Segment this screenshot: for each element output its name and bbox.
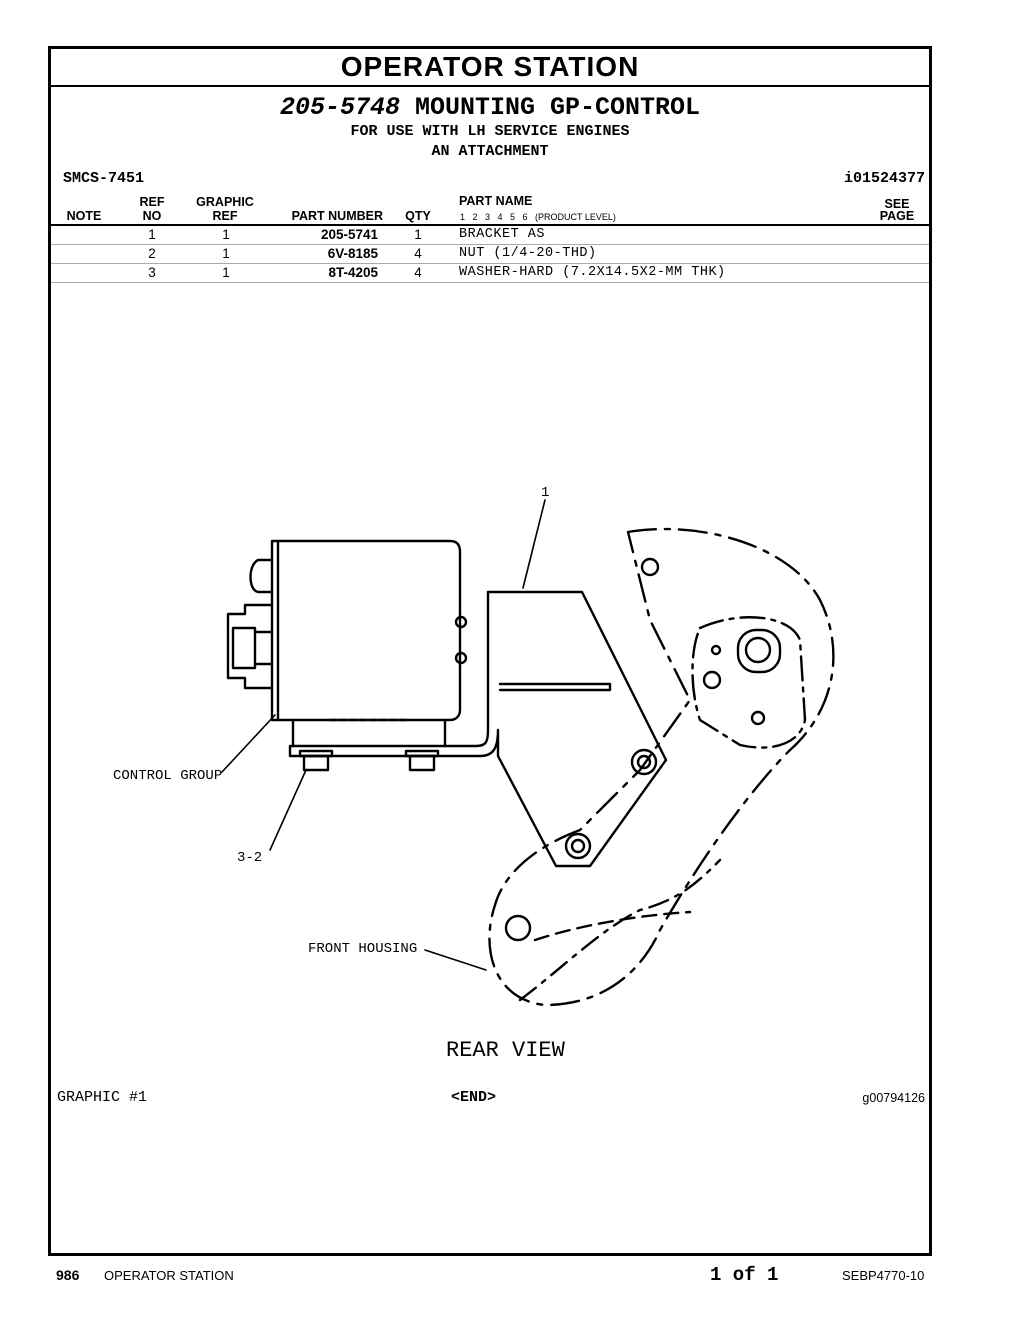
- col-part-name: PART NAME: [459, 194, 533, 208]
- col-graphic-bottom: REF: [212, 209, 238, 223]
- row-qty: 4: [414, 265, 422, 280]
- subtitle-2: AN ATTACHMENT: [431, 143, 549, 160]
- control-group-box: [276, 539, 462, 722]
- table-row: 2 1 6V-8185 4 NUT (1/4-20-THD): [51, 245, 929, 264]
- label-front-housing: FRONT HOUSING: [308, 941, 417, 957]
- col-graphic-top: GRAPHIC: [196, 195, 254, 209]
- row-ref: 1: [148, 227, 156, 242]
- row-ref: 3: [148, 265, 156, 280]
- row-part-name: NUT (1/4-20-THD): [459, 246, 597, 261]
- table-row: 1 1 205-5741 1 BRACKET AS: [51, 226, 929, 245]
- callout-1: 1: [541, 485, 549, 501]
- col-note: NOTE: [66, 209, 102, 223]
- row-graphic: 1: [222, 227, 230, 242]
- row-graphic: 1: [222, 246, 230, 261]
- header-rule: [51, 224, 929, 226]
- col-qty: QTY: [405, 209, 431, 223]
- table-row: 3 1 8T-4205 4 WASHER-HARD (7.2X14.5X2-MM…: [51, 264, 929, 283]
- group-part-number: 205-5748: [279, 93, 400, 122]
- view-label: REAR VIEW: [446, 1038, 566, 1063]
- col-product-levels: 1 2 3 4 5 6 (PRODUCT LEVEL): [460, 212, 616, 222]
- row-qty: 1: [414, 227, 422, 242]
- subtitle-1: FOR USE WITH LH SERVICE ENGINES: [350, 123, 630, 140]
- housing-plate: [691, 616, 807, 749]
- end-marker: <END>: [451, 1089, 497, 1106]
- row-ref: 2: [148, 246, 156, 261]
- col-see-top: SEE: [884, 197, 910, 211]
- footer-doc-id: SEBP4770-10: [842, 1268, 925, 1283]
- nut-2: [302, 754, 330, 772]
- row-part-name: WASHER-HARD (7.2X14.5X2-MM THK): [459, 265, 726, 280]
- washer-3: [298, 749, 334, 758]
- group-name: MOUNTING GP-CONTROL: [415, 93, 701, 122]
- info-id: i01524377: [843, 170, 925, 187]
- smcs-code: SMCS-7451: [63, 170, 145, 187]
- graphic-id: g00794126: [862, 1091, 925, 1105]
- row-part-number: 205-5741: [320, 227, 378, 242]
- col-ref-top: REF: [139, 195, 165, 209]
- front-housing-outline: [488, 527, 835, 1007]
- row-qty: 4: [414, 246, 422, 261]
- label-control-group: CONTROL GROUP: [113, 768, 222, 784]
- footer-page-of: 1 of 1: [710, 1264, 779, 1286]
- page-frame: OPERATOR STATION 205-5748 MOUNTING GP-CO…: [48, 46, 932, 1256]
- footer-section: OPERATOR STATION: [104, 1268, 234, 1283]
- section-title: OPERATOR STATION: [51, 49, 929, 87]
- col-part-number: PART NUMBER: [291, 209, 383, 223]
- label-3-2: 3-2: [237, 850, 262, 866]
- row-part-number: 8T-4205: [328, 265, 378, 280]
- row-part-name: BRACKET AS: [459, 227, 546, 242]
- row-graphic: 1: [222, 265, 230, 280]
- graphic-label: GRAPHIC #1: [57, 1089, 148, 1106]
- col-see-bottom: PAGE: [879, 209, 915, 223]
- col-ref-bottom: NO: [142, 209, 162, 223]
- bracket-1: [288, 590, 668, 868]
- row-part-number: 6V-8185: [327, 246, 378, 261]
- footer-page-number: 986: [56, 1267, 80, 1283]
- group-title: 205-5748 MOUNTING GP-CONTROL: [51, 93, 929, 122]
